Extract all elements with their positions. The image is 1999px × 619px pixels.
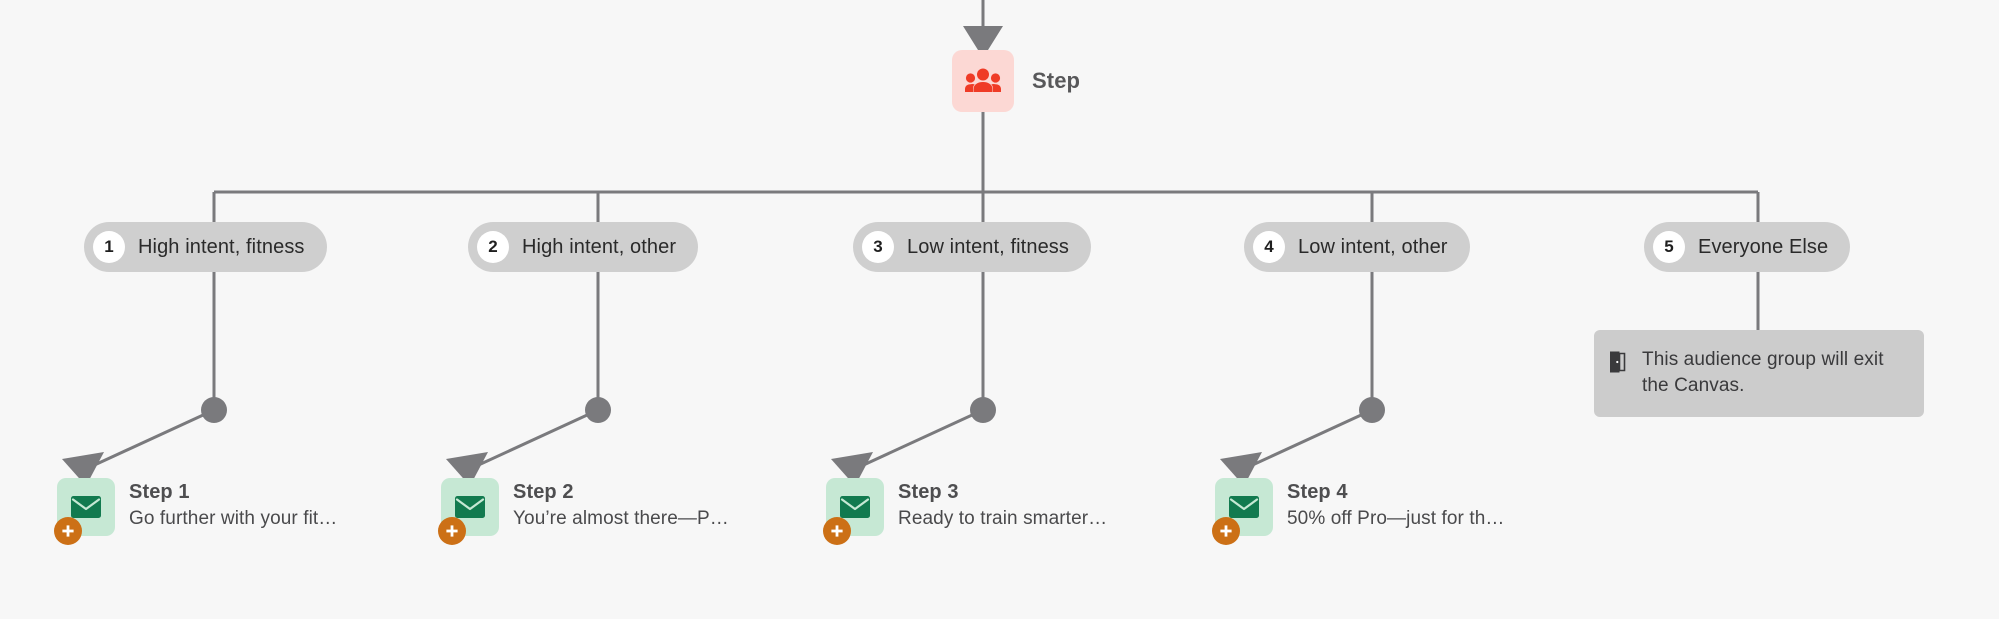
message-text-block: Step 1 Go further with your fit…	[129, 478, 337, 530]
branch-label: Everyone Else	[1698, 235, 1829, 258]
email-tile[interactable]	[438, 478, 499, 545]
branch-pill-1[interactable]: 1 High intent, fitness	[84, 222, 327, 272]
audience-group-icon	[965, 68, 1001, 92]
branch-label: High intent, fitness	[138, 235, 305, 258]
message-subtitle: Ready to train smarter…	[898, 508, 1108, 529]
branch-pill-4[interactable]: 4 Low intent, other	[1244, 222, 1470, 272]
message-node-3[interactable]: Step 3 Ready to train smarter…	[823, 478, 1107, 545]
branch-pill-2[interactable]: 2 High intent, other	[468, 222, 699, 272]
email-envelope-icon	[1229, 496, 1259, 518]
branch-number-badge: 4	[1253, 231, 1285, 263]
junction-dot-4	[1359, 397, 1385, 423]
message-node-1[interactable]: Step 1 Go further with your fit…	[54, 478, 337, 545]
message-subtitle: 50% off Pro—just for th…	[1287, 508, 1505, 529]
message-title: Step 1	[129, 481, 190, 503]
plus-glyph	[831, 525, 843, 537]
plus-glyph	[1220, 525, 1232, 537]
branch-number-badge: 5	[1653, 231, 1685, 263]
email-tile[interactable]	[1212, 478, 1273, 545]
message-text-block: Step 2 You’re almost there—P…	[513, 478, 729, 530]
plus-glyph	[62, 525, 74, 537]
message-title: Step 4	[1287, 481, 1348, 503]
message-title: Step 3	[898, 481, 959, 503]
email-envelope-icon	[455, 496, 485, 518]
message-node-4[interactable]: Step 4 50% off Pro—just for th…	[1212, 478, 1504, 545]
junction-dot-1	[201, 397, 227, 423]
message-text-block: Step 4 50% off Pro—just for th…	[1287, 478, 1504, 530]
branch-label: Low intent, fitness	[907, 235, 1069, 258]
email-tile[interactable]	[823, 478, 884, 545]
email-envelope-icon	[71, 496, 101, 518]
plus-icon[interactable]	[438, 517, 466, 545]
branch-number-badge: 3	[862, 231, 894, 263]
branch-pill-5[interactable]: 5 Everyone Else	[1644, 222, 1851, 272]
audience-step-label: Step	[1032, 68, 1081, 93]
plus-glyph	[446, 525, 458, 537]
message-title: Step 2	[513, 481, 574, 503]
branch-label: Low intent, other	[1298, 235, 1448, 258]
junction-dot-2	[585, 397, 611, 423]
exit-door-icon	[1610, 351, 1626, 373]
connector-diagonal-3	[856, 408, 984, 470]
branch-pill-3[interactable]: 3 Low intent, fitness	[853, 222, 1091, 272]
message-node-2[interactable]: Step 2 You’re almost there—P…	[438, 478, 729, 545]
exit-callout-text: This audience group will exit the Canvas…	[1642, 349, 1884, 396]
plus-icon[interactable]	[1212, 517, 1240, 545]
connector-diagonal-1	[87, 408, 215, 470]
junction-dot-3	[970, 397, 996, 423]
message-subtitle: You’re almost there—P…	[513, 508, 729, 529]
audience-tile[interactable]	[952, 50, 1014, 112]
branch-number-badge: 2	[477, 231, 509, 263]
plus-icon[interactable]	[54, 517, 82, 545]
email-tile[interactable]	[54, 478, 115, 545]
connector-diagonal-2	[471, 408, 599, 470]
message-subtitle: Go further with your fit…	[129, 508, 338, 529]
connector-diagonal-4	[1245, 408, 1373, 470]
email-envelope-icon	[840, 496, 870, 518]
audience-step-node[interactable]: Step	[952, 50, 1080, 112]
message-text-block: Step 3 Ready to train smarter…	[898, 478, 1107, 530]
branch-label: High intent, other	[522, 235, 677, 258]
exit-callout-card: This audience group will exit the Canvas…	[1594, 330, 1924, 417]
branch-number-badge: 1	[93, 231, 125, 263]
plus-icon[interactable]	[823, 517, 851, 545]
